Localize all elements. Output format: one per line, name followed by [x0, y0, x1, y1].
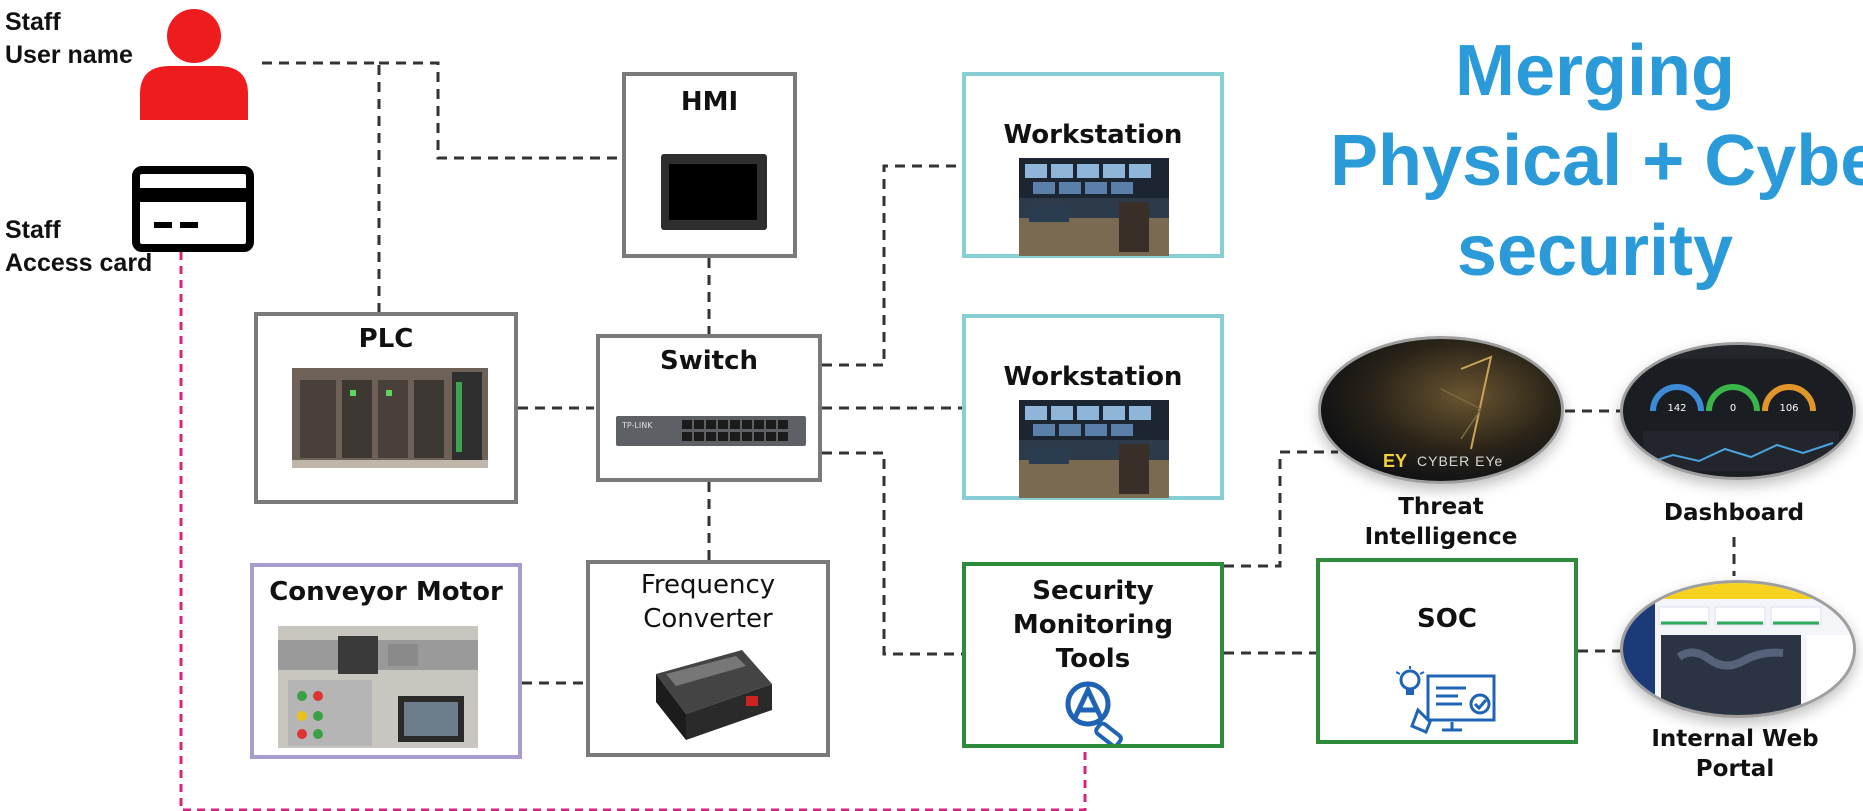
soc-node[interactable]: SOC — [1316, 558, 1578, 744]
dashboard-readout-1: 142 — [1667, 403, 1687, 414]
conveyor-motor-label: Conveyor Motor — [269, 577, 503, 607]
staff-card-label: Staff Access card — [5, 214, 152, 280]
switch-node[interactable]: Switch TP-LINK — [596, 334, 822, 482]
title-line-2: Physical + Cyber — [1330, 121, 1863, 201]
threat-intelligence-line1: Threat — [1398, 494, 1484, 520]
staff-card-line2: Access card — [5, 249, 153, 277]
plc-label: PLC — [358, 324, 414, 354]
access-card-icon — [132, 166, 254, 252]
security-monitoring-line1: Security — [1032, 576, 1154, 606]
frequency-converter-line2: Converter — [643, 604, 773, 634]
workstation-2-image — [1019, 400, 1169, 498]
hmi-panel-image — [661, 154, 767, 230]
workstation-1-image — [1019, 158, 1169, 256]
link-user-hmi — [379, 61, 630, 160]
plc-image — [292, 368, 488, 468]
link-switch-workstation1 — [822, 164, 962, 367]
security-monitoring-line3: Tools — [1055, 644, 1131, 674]
workstation-2-label: Workstation — [1003, 362, 1183, 392]
cyber-eye-logo: CYBER EYe — [1417, 453, 1504, 469]
plc-node[interactable]: PLC — [254, 312, 518, 504]
link-access-card-security — [179, 252, 1087, 811]
user-icon — [140, 9, 248, 120]
soc-monitor-icon — [1396, 666, 1496, 734]
dashboard-caption: Dashboard — [1663, 500, 1805, 526]
hmi-label: HMI — [680, 87, 739, 117]
switch-label: Switch — [659, 346, 758, 376]
security-monitoring-line2: Monitoring — [1012, 610, 1174, 640]
internal-web-portal-caption: Internal Web Portal — [1646, 724, 1824, 784]
link-user-plc — [262, 61, 381, 312]
threat-intelligence-caption: Threat Intelligence — [1356, 492, 1526, 552]
frequency-converter-line1: Frequency — [640, 570, 776, 600]
title-line-1: Merging — [1455, 31, 1735, 111]
conveyor-motor-image — [278, 626, 478, 748]
workstation-2-node[interactable]: Workstation — [962, 314, 1224, 500]
threat-intelligence-image[interactable]: EY CYBER EYe — [1318, 336, 1564, 484]
internal-web-portal-line1: Internal Web — [1651, 726, 1819, 752]
diagram-title: Merging Physical + Cyber security — [1330, 26, 1863, 296]
internal-web-portal-image[interactable] — [1620, 580, 1856, 718]
switch-image: TP-LINK — [616, 416, 806, 446]
staff-user-label: Staff User name — [5, 6, 133, 72]
security-monitoring-tools-node[interactable]: Security Monitoring Tools — [962, 562, 1224, 748]
switch-brand: TP-LINK — [621, 421, 653, 430]
staff-user-line1: Staff — [5, 8, 61, 36]
title-line-3: security — [1456, 211, 1734, 291]
dashboard-readout-2: 0 — [1729, 403, 1737, 414]
staff-card-line1: Staff — [5, 216, 61, 244]
hmi-node[interactable]: HMI — [622, 72, 797, 258]
frequency-converter-node[interactable]: Frequency Converter — [586, 560, 830, 757]
internal-web-portal-line2: Portal — [1695, 756, 1775, 782]
link-switch-security-tools — [822, 451, 962, 656]
workstation-1-label: Workstation — [1003, 120, 1183, 150]
lightbulb-icon — [1396, 666, 1425, 695]
dashboard-readout-3: 106 — [1779, 403, 1799, 414]
ey-logo: EY — [1383, 451, 1408, 471]
frequency-converter-image — [656, 650, 772, 740]
staff-user-line2: User name — [5, 41, 133, 69]
security-tools-icon — [1065, 681, 1123, 744]
conveyor-motor-node[interactable]: Conveyor Motor — [250, 563, 522, 759]
soc-label: SOC — [1417, 604, 1477, 634]
threat-intelligence-line2: Intelligence — [1364, 524, 1518, 550]
dashboard-image[interactable]: 142 0 106 — [1620, 342, 1856, 480]
workstation-1-node[interactable]: Workstation — [962, 72, 1224, 258]
